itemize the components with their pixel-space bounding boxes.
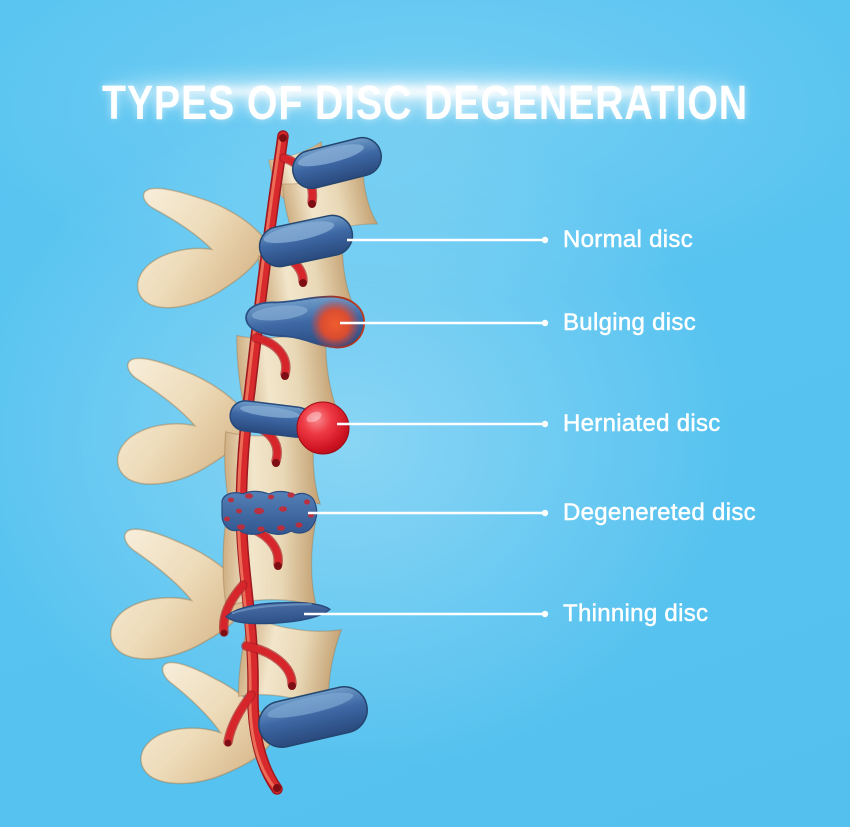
leader-dot: [541, 509, 549, 517]
title-glow-core: [175, 87, 675, 96]
label-herniated-disc: Herniated disc: [563, 410, 721, 438]
disc-degenerated: [221, 490, 318, 535]
leader-lines: [304, 238, 545, 616]
leader-dot: [541, 236, 549, 244]
label-degenerated-disc: Degenereted disc: [563, 499, 756, 527]
label-thinning-disc: Thinning disc: [563, 600, 709, 628]
vertebra-wing: [112, 162, 278, 318]
leader-dot: [541, 420, 549, 428]
degeneration-spots: [224, 492, 314, 532]
leader-dot: [541, 319, 549, 327]
nerve-branch-tips: [220, 134, 316, 792]
leader-dot: [541, 610, 549, 618]
bulge-inflammation-spot: [304, 293, 367, 356]
disc-top: [292, 136, 382, 190]
disc-normal: [258, 214, 354, 268]
label-normal-disc: Normal disc: [563, 226, 693, 254]
leader-dots: [541, 236, 549, 618]
disc-bulging: [245, 293, 367, 356]
page-title: TYPES OF DISC DEGENERATION: [101, 77, 749, 131]
disc-herniated: [229, 400, 350, 455]
herniation-ball: [296, 401, 350, 455]
disc-thinning: [225, 601, 331, 625]
label-bulging-disc: Bulging disc: [563, 309, 697, 337]
disc-bottom: [258, 686, 368, 748]
herniation-ball-highlight: [306, 411, 322, 423]
